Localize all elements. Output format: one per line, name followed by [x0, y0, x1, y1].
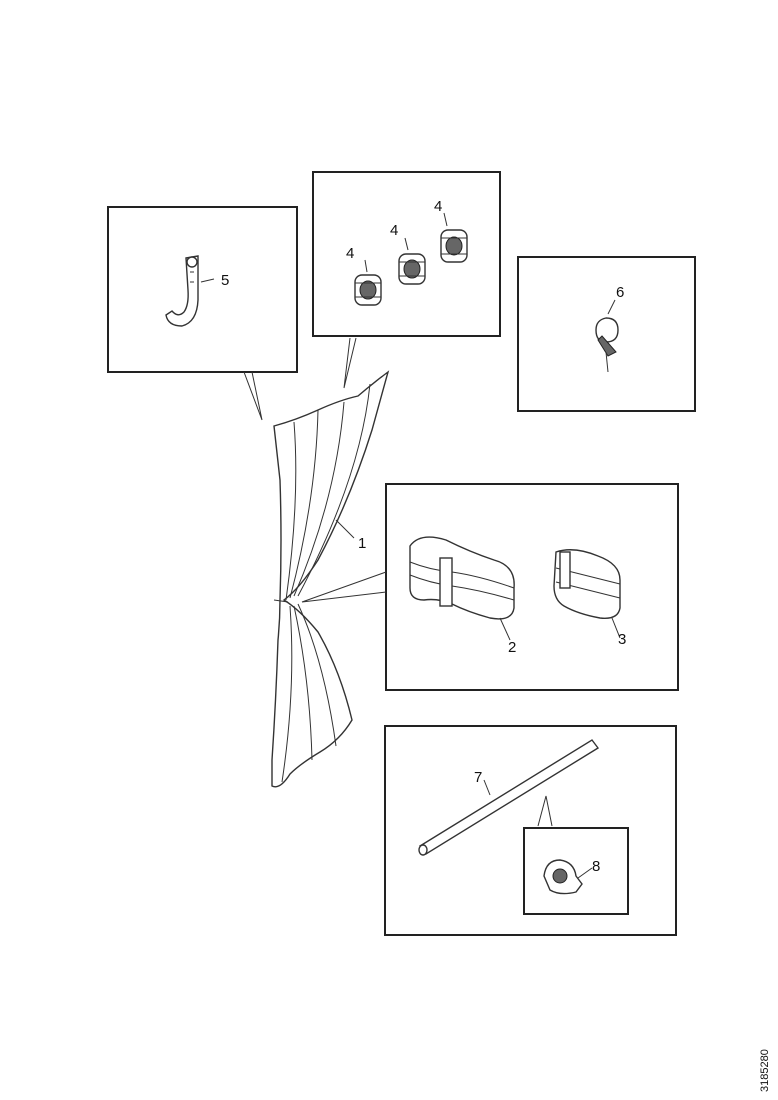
rail-bracket-inset	[523, 795, 629, 915]
tieback-detail-panel: 2 3	[385, 483, 679, 691]
tieback-single-illustration	[553, 549, 621, 639]
hook-illustration	[165, 255, 215, 327]
callout-tieback-single: 3	[618, 631, 626, 648]
rail-illustration	[418, 739, 600, 856]
rail-detail-panel: 7 8	[384, 725, 677, 936]
end-stop-illustration	[595, 299, 619, 373]
callout-tieback-double: 2	[508, 639, 516, 656]
figure-reference-number: 3185280	[759, 1049, 771, 1092]
runner-illustration-a	[354, 259, 382, 306]
curtain-illustration	[271, 370, 390, 788]
callout-rail: 7	[474, 769, 482, 786]
hook-panel-frame	[107, 206, 298, 373]
callout-hook: 5	[221, 272, 229, 289]
callout-end-stop: 6	[616, 284, 624, 301]
runner-illustration-c	[440, 212, 468, 263]
runner-detail-panel: 4 4 4	[312, 171, 501, 337]
callout-runner-b: 4	[390, 222, 398, 239]
callout-runner-c: 4	[434, 198, 442, 215]
end-stop-detail-panel: 6	[517, 256, 696, 412]
callout-rail-bracket: 8	[592, 858, 600, 875]
callout-curtain: 1	[358, 535, 366, 552]
runner-illustration-b	[398, 237, 426, 285]
tieback-double-illustration	[409, 536, 515, 641]
rail-bracket-illustration	[543, 859, 593, 895]
hook-detail-panel: 5	[107, 206, 298, 373]
leader-lines	[243, 337, 387, 603]
rail-bracket-inset-frame	[523, 827, 629, 915]
callout-runner-a: 4	[346, 245, 354, 262]
